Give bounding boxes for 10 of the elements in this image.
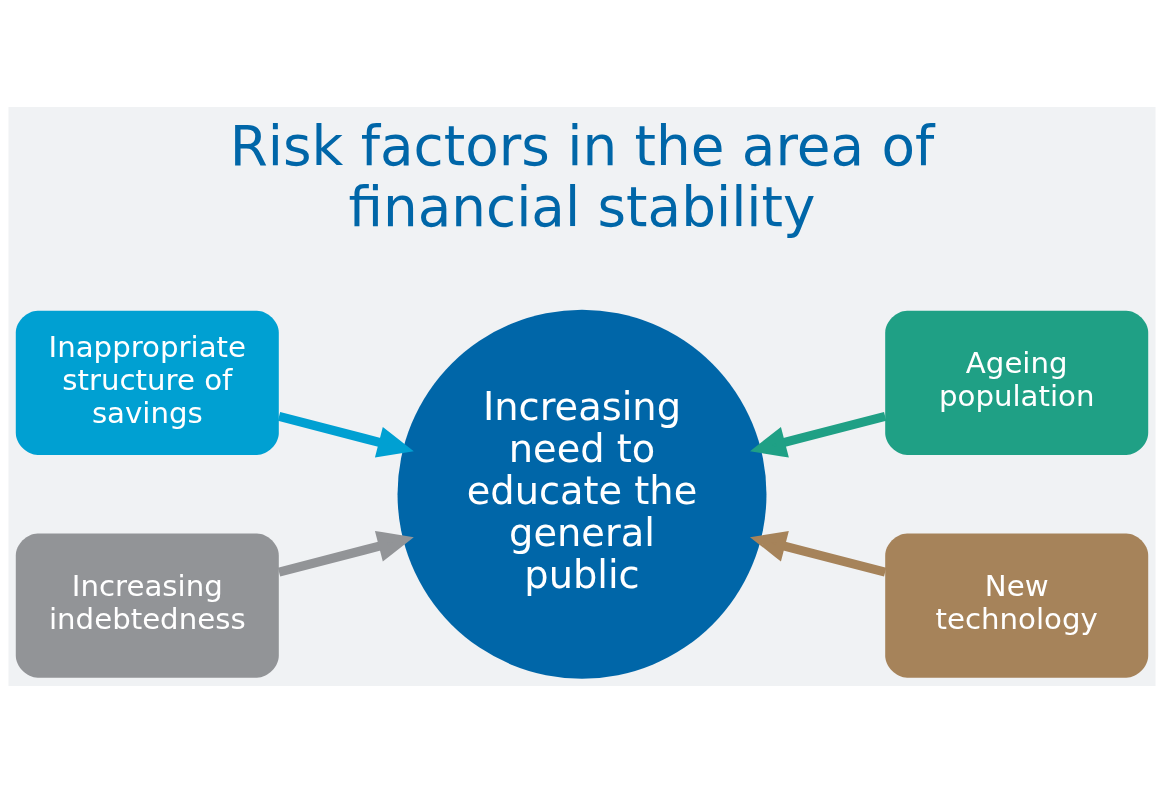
arrow <box>750 411 887 457</box>
arrow <box>277 411 414 457</box>
node-box: Inappropriate structure of savings <box>15 310 279 455</box>
diagram-title: Risk factors in the area of financial stability <box>229 113 935 239</box>
node-box: Ageing population <box>885 310 1149 455</box>
arrow <box>277 530 414 576</box>
arrow <box>750 530 887 576</box>
node-box: Increasing indebtedness <box>15 533 279 678</box>
node-box: New technology <box>885 533 1149 678</box>
node-circle: Increasing need to educate the general public <box>397 309 767 679</box>
